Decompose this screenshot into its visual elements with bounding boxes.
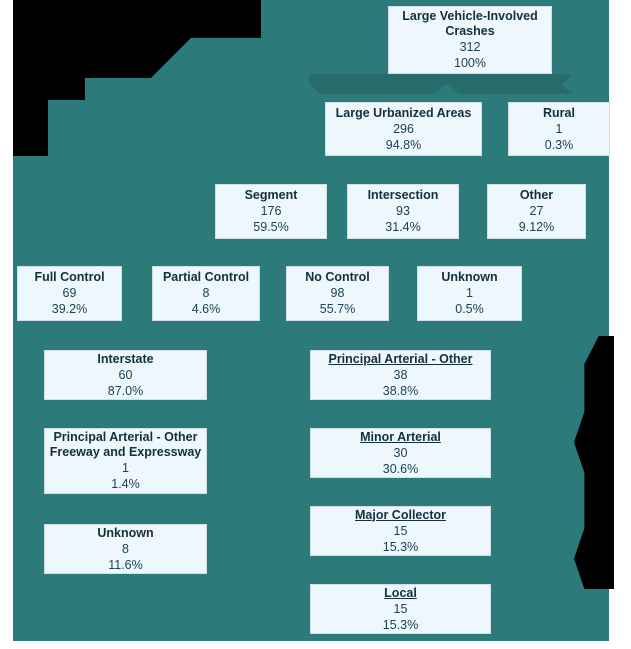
node-percent: 39.2% <box>51 302 88 316</box>
node-unknown-control[interactable]: Unknown 1 0.5% <box>417 266 522 321</box>
node-title: Full Control <box>34 270 105 284</box>
node-intersection[interactable]: Intersection 93 31.4% <box>347 184 459 239</box>
node-percent: 1.4% <box>111 477 140 491</box>
node-interstate[interactable]: Interstate 60 87.0% <box>44 350 207 400</box>
node-count: 98 <box>330 286 345 300</box>
node-rural[interactable]: Rural 1 0.3% <box>508 102 610 156</box>
node-percent: 4.6% <box>191 302 221 316</box>
node-full-control[interactable]: Full Control 69 39.2% <box>17 266 122 321</box>
node-no-control[interactable]: No Control 98 55.7% <box>286 266 389 321</box>
node-percent: 55.7% <box>319 302 356 316</box>
node-count: 15 <box>393 523 408 538</box>
node-count: 1 <box>555 121 563 136</box>
node-percent: 9.12% <box>518 220 555 234</box>
node-title: Major Collector <box>355 507 446 522</box>
node-title: Principal Arterial - Other <box>328 351 473 366</box>
node-percent: 38.8% <box>382 383 419 398</box>
node-title: No Control <box>305 270 370 284</box>
connector-root-to-area-type <box>310 74 572 94</box>
node-percent: 15.3% <box>382 617 419 632</box>
node-count: 38 <box>393 367 408 382</box>
node-count: 176 <box>260 204 282 218</box>
node-percent: 15.3% <box>382 539 419 554</box>
node-large-urbanized-areas[interactable]: Large Urbanized Areas 296 94.8% <box>325 102 482 156</box>
node-title: Other <box>519 188 554 202</box>
node-count: 8 <box>202 286 210 300</box>
node-title: Unknown <box>97 525 154 540</box>
node-title: Partial Control <box>162 270 250 284</box>
node-title: Principal Arterial - Other Freeway and E… <box>49 430 202 459</box>
node-percent: 100% <box>454 56 486 70</box>
node-percent: 0.3% <box>544 137 574 152</box>
node-percent: 31.4% <box>385 220 421 234</box>
node-count: 8 <box>122 541 129 556</box>
node-principal-arterial-other-freeway-and-expressway[interactable]: Principal Arterial - Other Freeway and E… <box>44 428 207 494</box>
node-count: 312 <box>459 40 481 54</box>
node-count: 296 <box>393 121 414 136</box>
node-large-vehicle-involved-crashes[interactable]: Large Vehicle-Involved Crashes 312 100% <box>388 6 552 74</box>
node-title: Local <box>384 585 417 600</box>
node-count: 69 <box>62 286 77 300</box>
node-title: Interstate <box>97 351 154 366</box>
node-percent: 87.0% <box>107 383 144 398</box>
node-unknown-functional-class[interactable]: Unknown 8 11.6% <box>44 524 207 574</box>
node-segment[interactable]: Segment 176 59.5% <box>215 184 327 239</box>
node-count: 1 <box>466 286 473 300</box>
node-minor-arterial[interactable]: Minor Arterial 30 30.6% <box>310 428 491 478</box>
node-count: 60 <box>118 367 133 382</box>
node-count: 27 <box>529 204 544 218</box>
node-title: Intersection <box>367 188 439 202</box>
node-partial-control[interactable]: Partial Control 8 4.6% <box>152 266 260 321</box>
node-local[interactable]: Local 15 15.3% <box>310 584 491 634</box>
node-title: Large Vehicle-Involved Crashes <box>402 9 538 38</box>
node-count: 93 <box>396 204 410 218</box>
node-percent: 59.5% <box>253 220 289 234</box>
node-percent: 0.5% <box>455 302 484 316</box>
node-principal-arterial-other[interactable]: Principal Arterial - Other 38 38.8% <box>310 350 491 400</box>
node-count: 15 <box>393 601 408 616</box>
node-count: 1 <box>122 461 129 475</box>
node-other[interactable]: Other 27 9.12% <box>487 184 586 239</box>
node-title: Minor Arterial <box>360 429 441 444</box>
node-count: 30 <box>393 445 408 460</box>
node-major-collector[interactable]: Major Collector 15 15.3% <box>310 506 491 556</box>
node-percent: 94.8% <box>385 137 422 152</box>
node-title: Segment <box>244 188 298 202</box>
node-percent: 30.6% <box>382 461 419 476</box>
node-title: Large Urbanized Areas <box>335 105 472 120</box>
node-title: Rural <box>543 105 575 120</box>
node-percent: 11.6% <box>108 557 143 572</box>
node-title: Unknown <box>441 270 498 284</box>
